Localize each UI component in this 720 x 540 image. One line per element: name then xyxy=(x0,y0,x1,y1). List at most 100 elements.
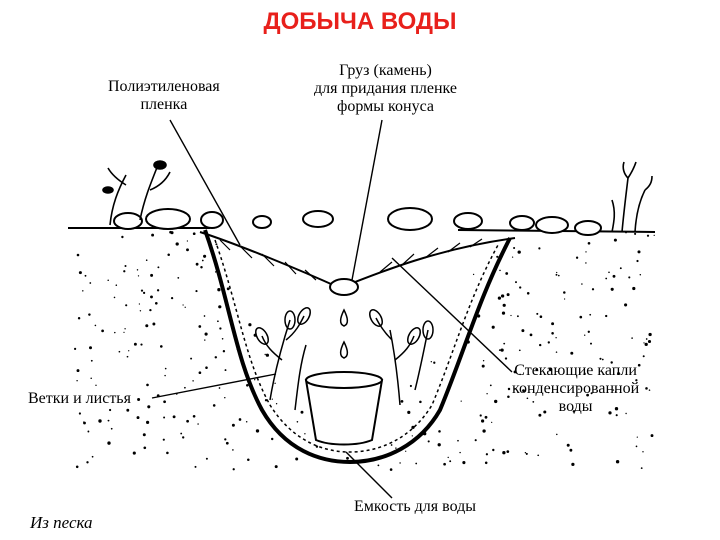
soil-speck xyxy=(654,235,655,236)
water-drop xyxy=(341,342,348,358)
soil-speck xyxy=(555,337,556,338)
soil-speck xyxy=(642,451,643,452)
soil-speck xyxy=(160,345,163,348)
soil-speck xyxy=(486,393,487,394)
soil-speck xyxy=(502,451,505,454)
soil-speck xyxy=(519,286,521,288)
label-line: формы конуса xyxy=(314,98,457,116)
soil-speck xyxy=(119,351,121,353)
soil-speck xyxy=(590,343,592,345)
weight-leader-line xyxy=(352,120,382,280)
soil-speck xyxy=(537,454,539,456)
label-branches-leaves: Ветки и листья xyxy=(28,390,131,408)
soil-speck xyxy=(624,303,627,306)
soil-speck xyxy=(512,256,513,257)
soil-speck xyxy=(483,360,484,361)
label-line: воды xyxy=(512,398,639,416)
soil-speck xyxy=(186,248,189,251)
soil-speck xyxy=(219,387,221,389)
soil-speck xyxy=(567,444,570,447)
soil-speck xyxy=(121,236,123,238)
soil-speck xyxy=(569,449,572,452)
soil-speck xyxy=(167,253,170,256)
soil-speck xyxy=(149,309,151,311)
soil-speck xyxy=(556,274,558,276)
soil-speck xyxy=(215,243,217,245)
label-condensed-drops: Стекающие капли конденсированной воды xyxy=(512,362,639,416)
soil-speck xyxy=(224,438,226,440)
soil-speck xyxy=(588,331,590,333)
soil-speck xyxy=(499,270,501,272)
soil-speck xyxy=(86,461,88,463)
soil-speck xyxy=(107,441,110,444)
soil-speck xyxy=(165,368,167,370)
soil-speck xyxy=(193,415,196,418)
soil-speck xyxy=(548,341,550,343)
soil-speck xyxy=(114,332,115,333)
soil-speck xyxy=(507,396,510,399)
soil-speck xyxy=(473,274,474,275)
soil-speck xyxy=(205,333,208,336)
soil-speck xyxy=(196,263,199,266)
soil-speck xyxy=(490,385,492,387)
soil-speck xyxy=(124,328,125,329)
soil-speck xyxy=(143,292,145,294)
label-from-sand: Из песка xyxy=(30,514,93,532)
soil-speck xyxy=(346,457,349,460)
water-container-rim xyxy=(306,372,382,388)
soil-speck xyxy=(605,278,607,280)
soil-speck xyxy=(391,444,393,446)
soil-speck xyxy=(508,388,510,390)
soil-speck xyxy=(202,260,204,262)
soil-speck xyxy=(602,359,604,361)
soil-speck xyxy=(503,304,506,307)
soil-speck xyxy=(482,365,485,368)
soil-speck xyxy=(539,344,541,346)
soil-speck xyxy=(256,429,259,432)
soil-speck xyxy=(648,340,651,343)
soil-speck xyxy=(138,275,139,276)
soil-speck xyxy=(204,315,206,317)
soil-speck xyxy=(457,440,459,442)
soil-speck xyxy=(87,431,89,433)
soil-speck xyxy=(83,422,86,425)
soil-speck xyxy=(505,272,508,275)
soil-speck xyxy=(438,443,441,446)
label-plastic-film: Полиэтиленовая пленка xyxy=(108,78,220,114)
water-drop xyxy=(341,310,348,326)
soil-speck xyxy=(589,314,591,316)
soil-speck xyxy=(405,451,406,452)
soil-speck xyxy=(197,423,199,425)
soil-speck xyxy=(124,265,126,267)
soil-speck xyxy=(395,447,396,448)
film-hatching xyxy=(220,239,482,280)
soil-speck xyxy=(485,462,488,465)
soil-speck xyxy=(501,294,504,297)
soil-speck xyxy=(648,333,651,336)
soil-speck xyxy=(219,327,221,329)
soil-speck xyxy=(108,420,110,422)
soil-speck xyxy=(145,324,148,327)
soil-speck xyxy=(190,358,192,360)
label-weight-stone: Груз (камень) для придания пленке формы … xyxy=(314,62,457,116)
soil-speck xyxy=(127,356,129,358)
soil-speck xyxy=(492,326,495,329)
water-container xyxy=(306,380,382,445)
soil-speck xyxy=(137,398,140,401)
soil-speck xyxy=(223,350,225,352)
soil-speck xyxy=(163,417,165,419)
soil-speck xyxy=(571,463,574,466)
soil-speck xyxy=(239,418,242,421)
soil-speck xyxy=(592,288,594,290)
soil-speck xyxy=(295,458,298,461)
soil-speck xyxy=(481,419,484,422)
soil-speck xyxy=(78,317,80,319)
soil-speck xyxy=(140,344,142,346)
branches-leader-line xyxy=(152,374,276,398)
soil-speck xyxy=(515,281,517,283)
soil-speck xyxy=(187,240,188,241)
soil-speck xyxy=(558,275,560,277)
soil-speck xyxy=(643,355,645,357)
soil-speck xyxy=(502,311,505,314)
soil-speck xyxy=(111,428,113,430)
